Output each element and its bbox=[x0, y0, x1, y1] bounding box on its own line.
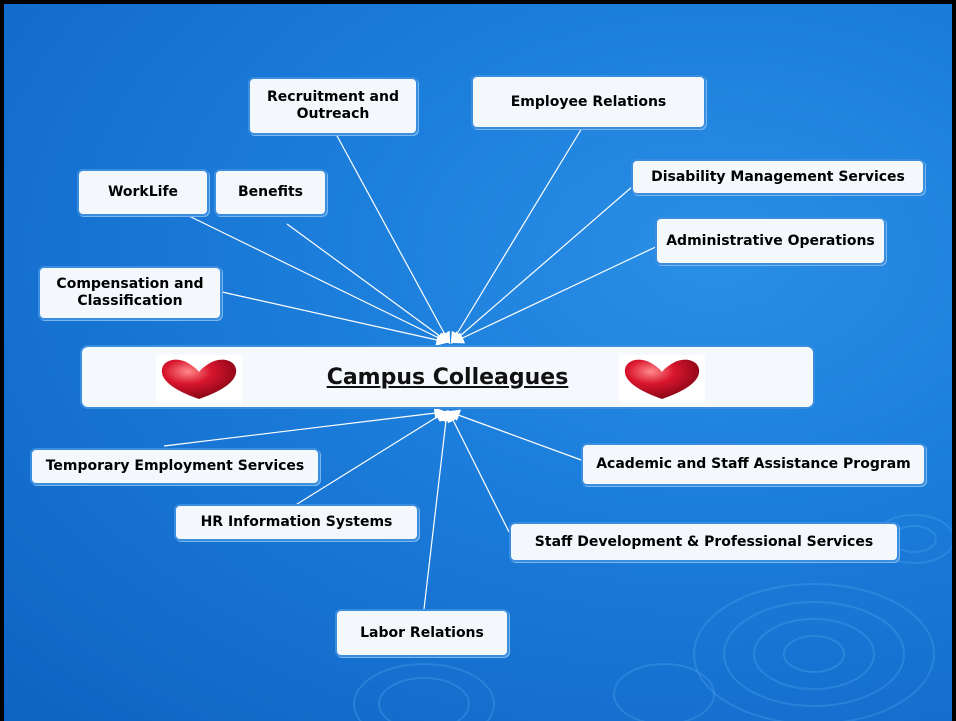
connector-academic bbox=[447, 409, 585, 462]
connector-temporary bbox=[163, 407, 447, 447]
connector-employee-relations bbox=[450, 127, 583, 345]
connector-worklife bbox=[188, 215, 450, 344]
heart-icon bbox=[619, 355, 705, 403]
node-employee-relations: Employee Relations bbox=[471, 75, 706, 129]
node-benefits: Benefits bbox=[214, 169, 327, 216]
connector-staff-dev bbox=[447, 409, 510, 533]
node-academic: Academic and Staff Assistance Program bbox=[581, 443, 926, 486]
connector-hris bbox=[293, 410, 448, 507]
node-labor: Labor Relations bbox=[335, 609, 509, 657]
connector-disability bbox=[451, 179, 641, 344]
node-admin-ops: Administrative Operations bbox=[655, 217, 886, 265]
connector-labor bbox=[423, 409, 452, 610]
connector-lines bbox=[163, 127, 663, 610]
node-compensation: Compensation and Classification bbox=[38, 266, 222, 320]
slide-background: Recruitment and Outreach Employee Relati… bbox=[4, 4, 952, 721]
center-node: Campus Colleagues bbox=[80, 345, 815, 409]
connector-compensation bbox=[221, 291, 449, 346]
node-temporary: Temporary Employment Services bbox=[30, 448, 320, 485]
node-hris: HR Information Systems bbox=[174, 504, 419, 541]
connector-benefits bbox=[286, 223, 450, 344]
connector-admin-ops bbox=[451, 243, 663, 344]
node-recruitment: Recruitment and Outreach bbox=[248, 77, 418, 135]
node-disability: Disability Management Services bbox=[631, 159, 925, 195]
heart-icon bbox=[156, 355, 242, 403]
ripple-decoration bbox=[353, 514, 952, 721]
connector-recruitment bbox=[335, 133, 451, 345]
node-worklife: WorkLife bbox=[77, 169, 209, 216]
center-title: Campus Colleagues bbox=[326, 364, 569, 390]
node-staff-dev: Staff Development & Professional Service… bbox=[509, 522, 899, 562]
